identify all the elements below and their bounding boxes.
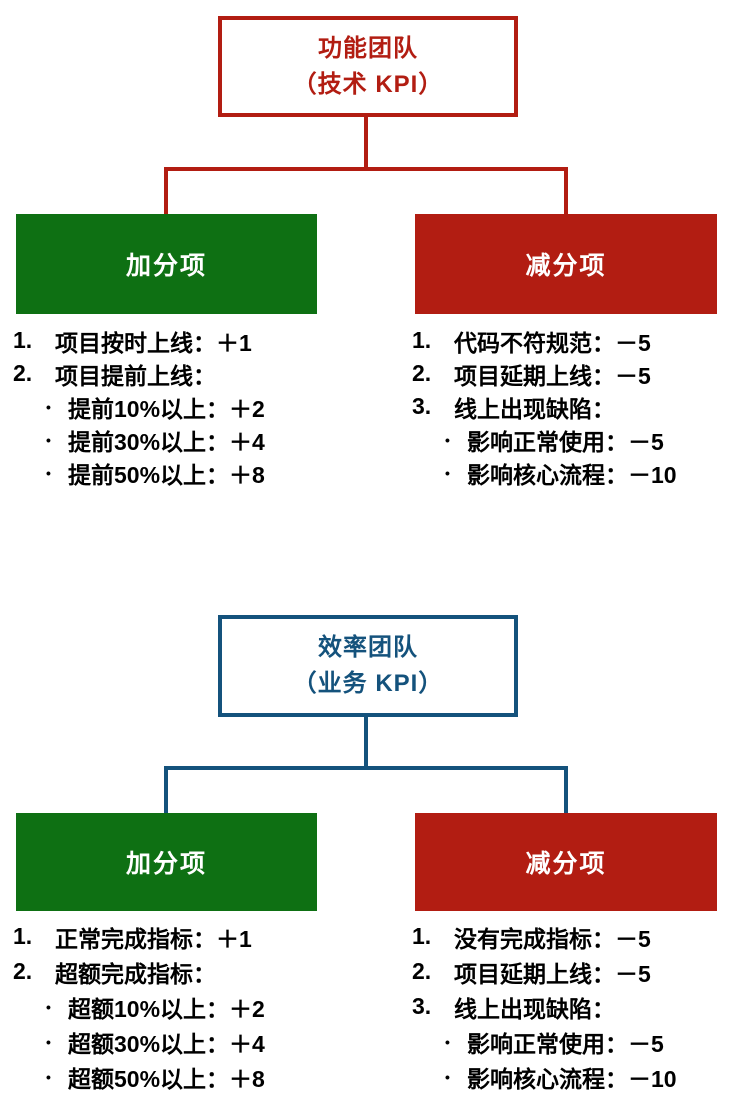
list-item-text: 项目延期上线：－5 — [454, 960, 651, 987]
bullet-icon: • — [46, 398, 51, 415]
list-item-marker: 1. — [412, 327, 432, 353]
branch-label: 减分项 — [525, 252, 607, 280]
root-title-line1: 功能团队 — [318, 34, 418, 62]
bullet-icon: • — [445, 431, 450, 448]
bullet-icon: • — [46, 1068, 51, 1085]
list-item: • 影响正常使用：－5 — [412, 1024, 732, 1059]
list-item: • 影响核心流程：－10 — [412, 1059, 732, 1094]
list-item: 1. 正常完成指标：＋1 — [13, 919, 383, 954]
connector-stem — [364, 717, 368, 770]
list-item: • 影响正常使用：－5 — [412, 423, 732, 456]
root-title-line1: 效率团队 — [318, 634, 418, 661]
bullet-icon: • — [46, 464, 51, 481]
list-item-text: 正常完成指标：＋1 — [55, 925, 252, 952]
list-item: 2. 超额完成指标： — [13, 954, 383, 989]
branch-header-minus: 减分项 — [415, 214, 717, 314]
branch-header-minus: 减分项 — [415, 813, 717, 911]
list-item: • 提前10%以上：＋2 — [13, 390, 383, 423]
list-item-text: 项目按时上线：＋1 — [55, 329, 252, 356]
list-item-text: 代码不符规范：－5 — [454, 329, 651, 356]
list-item-marker: 2. — [13, 958, 33, 984]
list-item: • 超额30%以上：＋4 — [13, 1024, 383, 1059]
list-item-text: 项目延期上线：－5 — [454, 362, 651, 389]
list-item-text: 提前30%以上：＋4 — [68, 428, 265, 455]
list-item-text: 线上出现缺陷： — [454, 395, 615, 422]
list-item-text: 超额完成指标： — [55, 960, 216, 987]
connector-branch-right — [564, 766, 568, 813]
list-item-marker: 1. — [13, 327, 33, 353]
list-item-text: 项目提前上线： — [55, 362, 216, 389]
bullet-icon: • — [46, 1033, 51, 1050]
list-item-text: 没有完成指标：－5 — [454, 925, 651, 952]
root-node-efficiency-team: 效率团队 （业务 KPI） — [218, 615, 518, 717]
branch-header-plus: 加分项 — [16, 813, 317, 911]
minus-items-list: 1. 没有完成指标：－5 2. 项目延期上线：－5 3. 线上出现缺陷： • 影… — [412, 919, 732, 1094]
list-item: • 超额10%以上：＋2 — [13, 989, 383, 1024]
list-item-text: 影响正常使用：－5 — [467, 428, 664, 455]
list-item: • 超额50%以上：＋8 — [13, 1059, 383, 1094]
bullet-icon: • — [445, 1033, 450, 1050]
connector-branch-left — [164, 766, 168, 813]
list-item: 3. 线上出现缺陷： — [412, 390, 732, 423]
root-title-line2: （技术 KPI） — [292, 70, 444, 98]
list-item-marker: 3. — [412, 393, 432, 419]
bullet-icon: • — [445, 1068, 450, 1085]
connector-branch-left — [164, 167, 168, 214]
root-node-functional-team: 功能团队 （技术 KPI） — [218, 16, 518, 117]
list-item-marker: 3. — [412, 993, 432, 1019]
plus-items-list: 1. 项目按时上线：＋1 2. 项目提前上线： • 提前10%以上：＋2 • 提… — [13, 324, 383, 489]
list-item-text: 影响核心流程：－10 — [467, 461, 677, 488]
list-item: 2. 项目提前上线： — [13, 357, 383, 390]
list-item: 3. 线上出现缺陷： — [412, 989, 732, 1024]
list-item-marker: 2. — [412, 360, 432, 386]
list-item-marker: 2. — [13, 360, 33, 386]
connector-horizontal — [164, 766, 568, 770]
connector-branch-right — [564, 167, 568, 214]
list-item-marker: 2. — [412, 958, 432, 984]
bullet-icon: • — [46, 998, 51, 1015]
branch-label: 加分项 — [125, 252, 207, 280]
list-item: 1. 代码不符规范：－5 — [412, 324, 732, 357]
list-item-text: 影响正常使用：－5 — [467, 1030, 664, 1057]
connector-horizontal — [164, 167, 568, 171]
list-item: • 提前30%以上：＋4 — [13, 423, 383, 456]
list-item-text: 影响核心流程：－10 — [467, 1065, 677, 1092]
list-item-text: 超额30%以上：＋4 — [68, 1030, 265, 1057]
list-item-text: 线上出现缺陷： — [454, 995, 615, 1022]
connector-stem — [364, 117, 368, 171]
list-item: 1. 没有完成指标：－5 — [412, 919, 732, 954]
list-item-text: 提前50%以上：＋8 — [68, 461, 265, 488]
list-item: • 影响核心流程：－10 — [412, 456, 732, 489]
list-item-text: 超额10%以上：＋2 — [68, 995, 265, 1022]
list-item-marker: 1. — [412, 923, 432, 949]
minus-items-list: 1. 代码不符规范：－5 2. 项目延期上线：－5 3. 线上出现缺陷： • 影… — [412, 324, 732, 489]
branch-label: 加分项 — [125, 850, 207, 878]
list-item-text: 提前10%以上：＋2 — [68, 395, 265, 422]
list-item: 1. 项目按时上线：＋1 — [13, 324, 383, 357]
list-item-text: 超额50%以上：＋8 — [68, 1065, 265, 1092]
bullet-icon: • — [46, 431, 51, 448]
list-item: • 提前50%以上：＋8 — [13, 456, 383, 489]
list-item-marker: 1. — [13, 923, 33, 949]
root-title-line2: （业务 KPI） — [292, 670, 444, 697]
branch-label: 减分项 — [525, 850, 607, 878]
bullet-icon: • — [445, 464, 450, 481]
plus-items-list: 1. 正常完成指标：＋1 2. 超额完成指标： • 超额10%以上：＋2 • 超… — [13, 919, 383, 1094]
list-item: 2. 项目延期上线：－5 — [412, 357, 732, 390]
branch-header-plus: 加分项 — [16, 214, 317, 314]
list-item: 2. 项目延期上线：－5 — [412, 954, 732, 989]
